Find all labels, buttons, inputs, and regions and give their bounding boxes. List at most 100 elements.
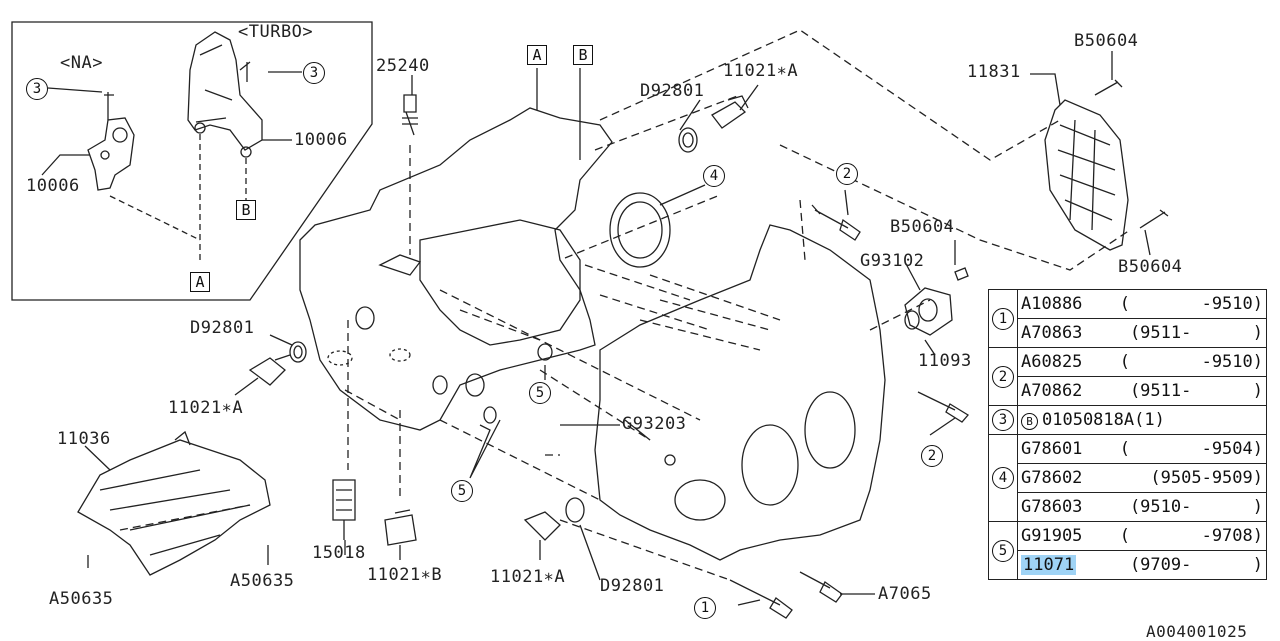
label-g93203: G93203 (622, 414, 687, 434)
table-row: A70863 (9511- ) (989, 318, 1267, 348)
turbo-bracket (187, 31, 263, 151)
label-11831: 11831 (967, 62, 1021, 82)
ref-cell-1: 1 (988, 289, 1018, 348)
plug-11021a-left (248, 354, 291, 386)
part-number: G78601 (1021, 439, 1083, 459)
date-range: (9511- ) (1129, 381, 1263, 401)
part-cell[interactable]: G91905 ( -9708) (1017, 521, 1267, 551)
table-row: 5 G91905 ( -9708) (988, 521, 1267, 580)
part-cell[interactable]: A10886 ( -9510) (1017, 289, 1267, 319)
label-d92801-bottom: D92801 (600, 576, 665, 596)
inset-frame (11, 21, 373, 301)
cover-11831 (1044, 99, 1129, 251)
label-25240: 25240 (376, 56, 430, 76)
ref-cell-2: 2 (988, 347, 1018, 406)
diagram-code: A004001025 (1146, 622, 1248, 641)
ref-cell-3: 3 (988, 405, 1018, 435)
ref-number: 1 (992, 307, 1014, 330)
label-d92801-top: D92801 (640, 81, 705, 101)
box-a-top: A (527, 45, 547, 65)
label-11021b: 11021∗B (367, 565, 443, 585)
part-cell[interactable]: G78602(9505-9509) (1017, 463, 1267, 493)
ref-number: 5 (992, 539, 1014, 562)
part-number-selected[interactable]: 11071 (1021, 555, 1077, 575)
bolt-2-bottom (917, 391, 969, 423)
label-11021a-bottom: 11021∗A (490, 567, 566, 587)
part-cell[interactable]: A70863 (9511- ) (1017, 318, 1267, 348)
part-cell[interactable]: G78601 ( -9504) (1017, 434, 1267, 464)
date-range: (9709- ) (1129, 555, 1263, 575)
circled-letter-icon: B (1021, 413, 1038, 430)
label-15018: 15018 (312, 543, 366, 563)
part-cell[interactable]: A60825 ( -9510) (1017, 347, 1267, 377)
table-row: G78602(9505-9509) (989, 463, 1267, 493)
part-number: A70863 (1021, 323, 1083, 343)
label-b50604-right: B50604 (1118, 257, 1183, 277)
ref-number: 4 (992, 467, 1014, 489)
label-11021a-left: 11021∗A (168, 398, 244, 418)
part-number: A10886 (1021, 294, 1083, 314)
label-a50635-right: A50635 (230, 571, 295, 591)
part-number: G78603 (1021, 497, 1083, 517)
turbo-label: <TURBO> (238, 22, 314, 42)
label-11036: 11036 (57, 429, 111, 449)
label-b50604-mid: B50604 (890, 217, 955, 237)
label-10006-na: 10006 (26, 176, 80, 196)
callout-2-bottom: 2 (921, 445, 943, 467)
plug-11021a-top (711, 95, 749, 129)
part-cell[interactable]: G78603 (9510- ) (1017, 492, 1267, 522)
date-range: ( -9510) (1119, 294, 1263, 314)
engine-block-right (594, 224, 886, 561)
ref-cell-4: 4 (988, 434, 1018, 522)
callout-1-bottom: 1 (694, 597, 716, 619)
label-d92801-left: D92801 (190, 318, 255, 338)
plug-25240 (402, 94, 418, 136)
label-a7065: A7065 (878, 584, 932, 604)
ref-number: 3 (992, 409, 1014, 431)
part-number: A60825 (1021, 352, 1083, 372)
table-row: 2 A60825 ( -9510) (988, 347, 1267, 406)
plug-11021a-bottom (523, 511, 561, 541)
flange-11093 (904, 287, 953, 336)
under-cover-11036 (77, 439, 271, 576)
date-range: (9510- ) (1129, 497, 1263, 517)
part-cell-highlighted[interactable]: 11071 (9709- ) (1017, 550, 1267, 580)
callout-4: 4 (703, 165, 725, 187)
quantity: (1) (1134, 410, 1165, 430)
ref-cell-5: 5 (988, 521, 1018, 580)
label-11093: 11093 (918, 351, 972, 371)
date-range: ( -9708) (1119, 526, 1263, 546)
box-b-inset: B (236, 200, 256, 220)
na-label: <NA> (60, 53, 103, 73)
table-row: A70862 (9511- ) (989, 376, 1267, 406)
callout-3-turbo: 3 (303, 62, 325, 84)
date-range: (9505-9509) (1150, 468, 1263, 488)
bolt-2-top (811, 204, 861, 241)
parts-table: 1 A10886 ( -9510) A70863 (9511- ) 2 A60825… (988, 289, 1267, 580)
part-number: G91905 (1021, 526, 1083, 546)
oil-seal-ring (609, 192, 671, 268)
table-row: 4 G78601 ( -9504) (988, 434, 1267, 522)
box-a-inset: A (190, 272, 210, 292)
plug-11021b (384, 509, 417, 546)
part-number: A70862 (1021, 381, 1083, 401)
table-row: 11071 (9709- ) (989, 550, 1267, 580)
callout-3-na: 3 (26, 78, 48, 100)
ref-number: 2 (992, 365, 1014, 388)
bolt-1-bottom (729, 579, 793, 619)
na-bracket (87, 117, 135, 191)
table-row: 1 A10886 ( -9510) (988, 289, 1267, 348)
callout-2-top: 2 (836, 163, 858, 185)
part-15018 (332, 479, 356, 540)
label-g93102: G93102 (860, 251, 925, 271)
label-11021a-top: 11021∗A (723, 61, 799, 81)
date-range: ( -9504) (1119, 439, 1263, 459)
date-range: (9511- ) (1129, 323, 1263, 343)
part-cell[interactable]: A70862 (9511- ) (1017, 376, 1267, 406)
box-b-top: B (573, 45, 593, 65)
date-range: ( -9510) (1119, 352, 1263, 372)
label-a50635-left: A50635 (49, 589, 114, 609)
